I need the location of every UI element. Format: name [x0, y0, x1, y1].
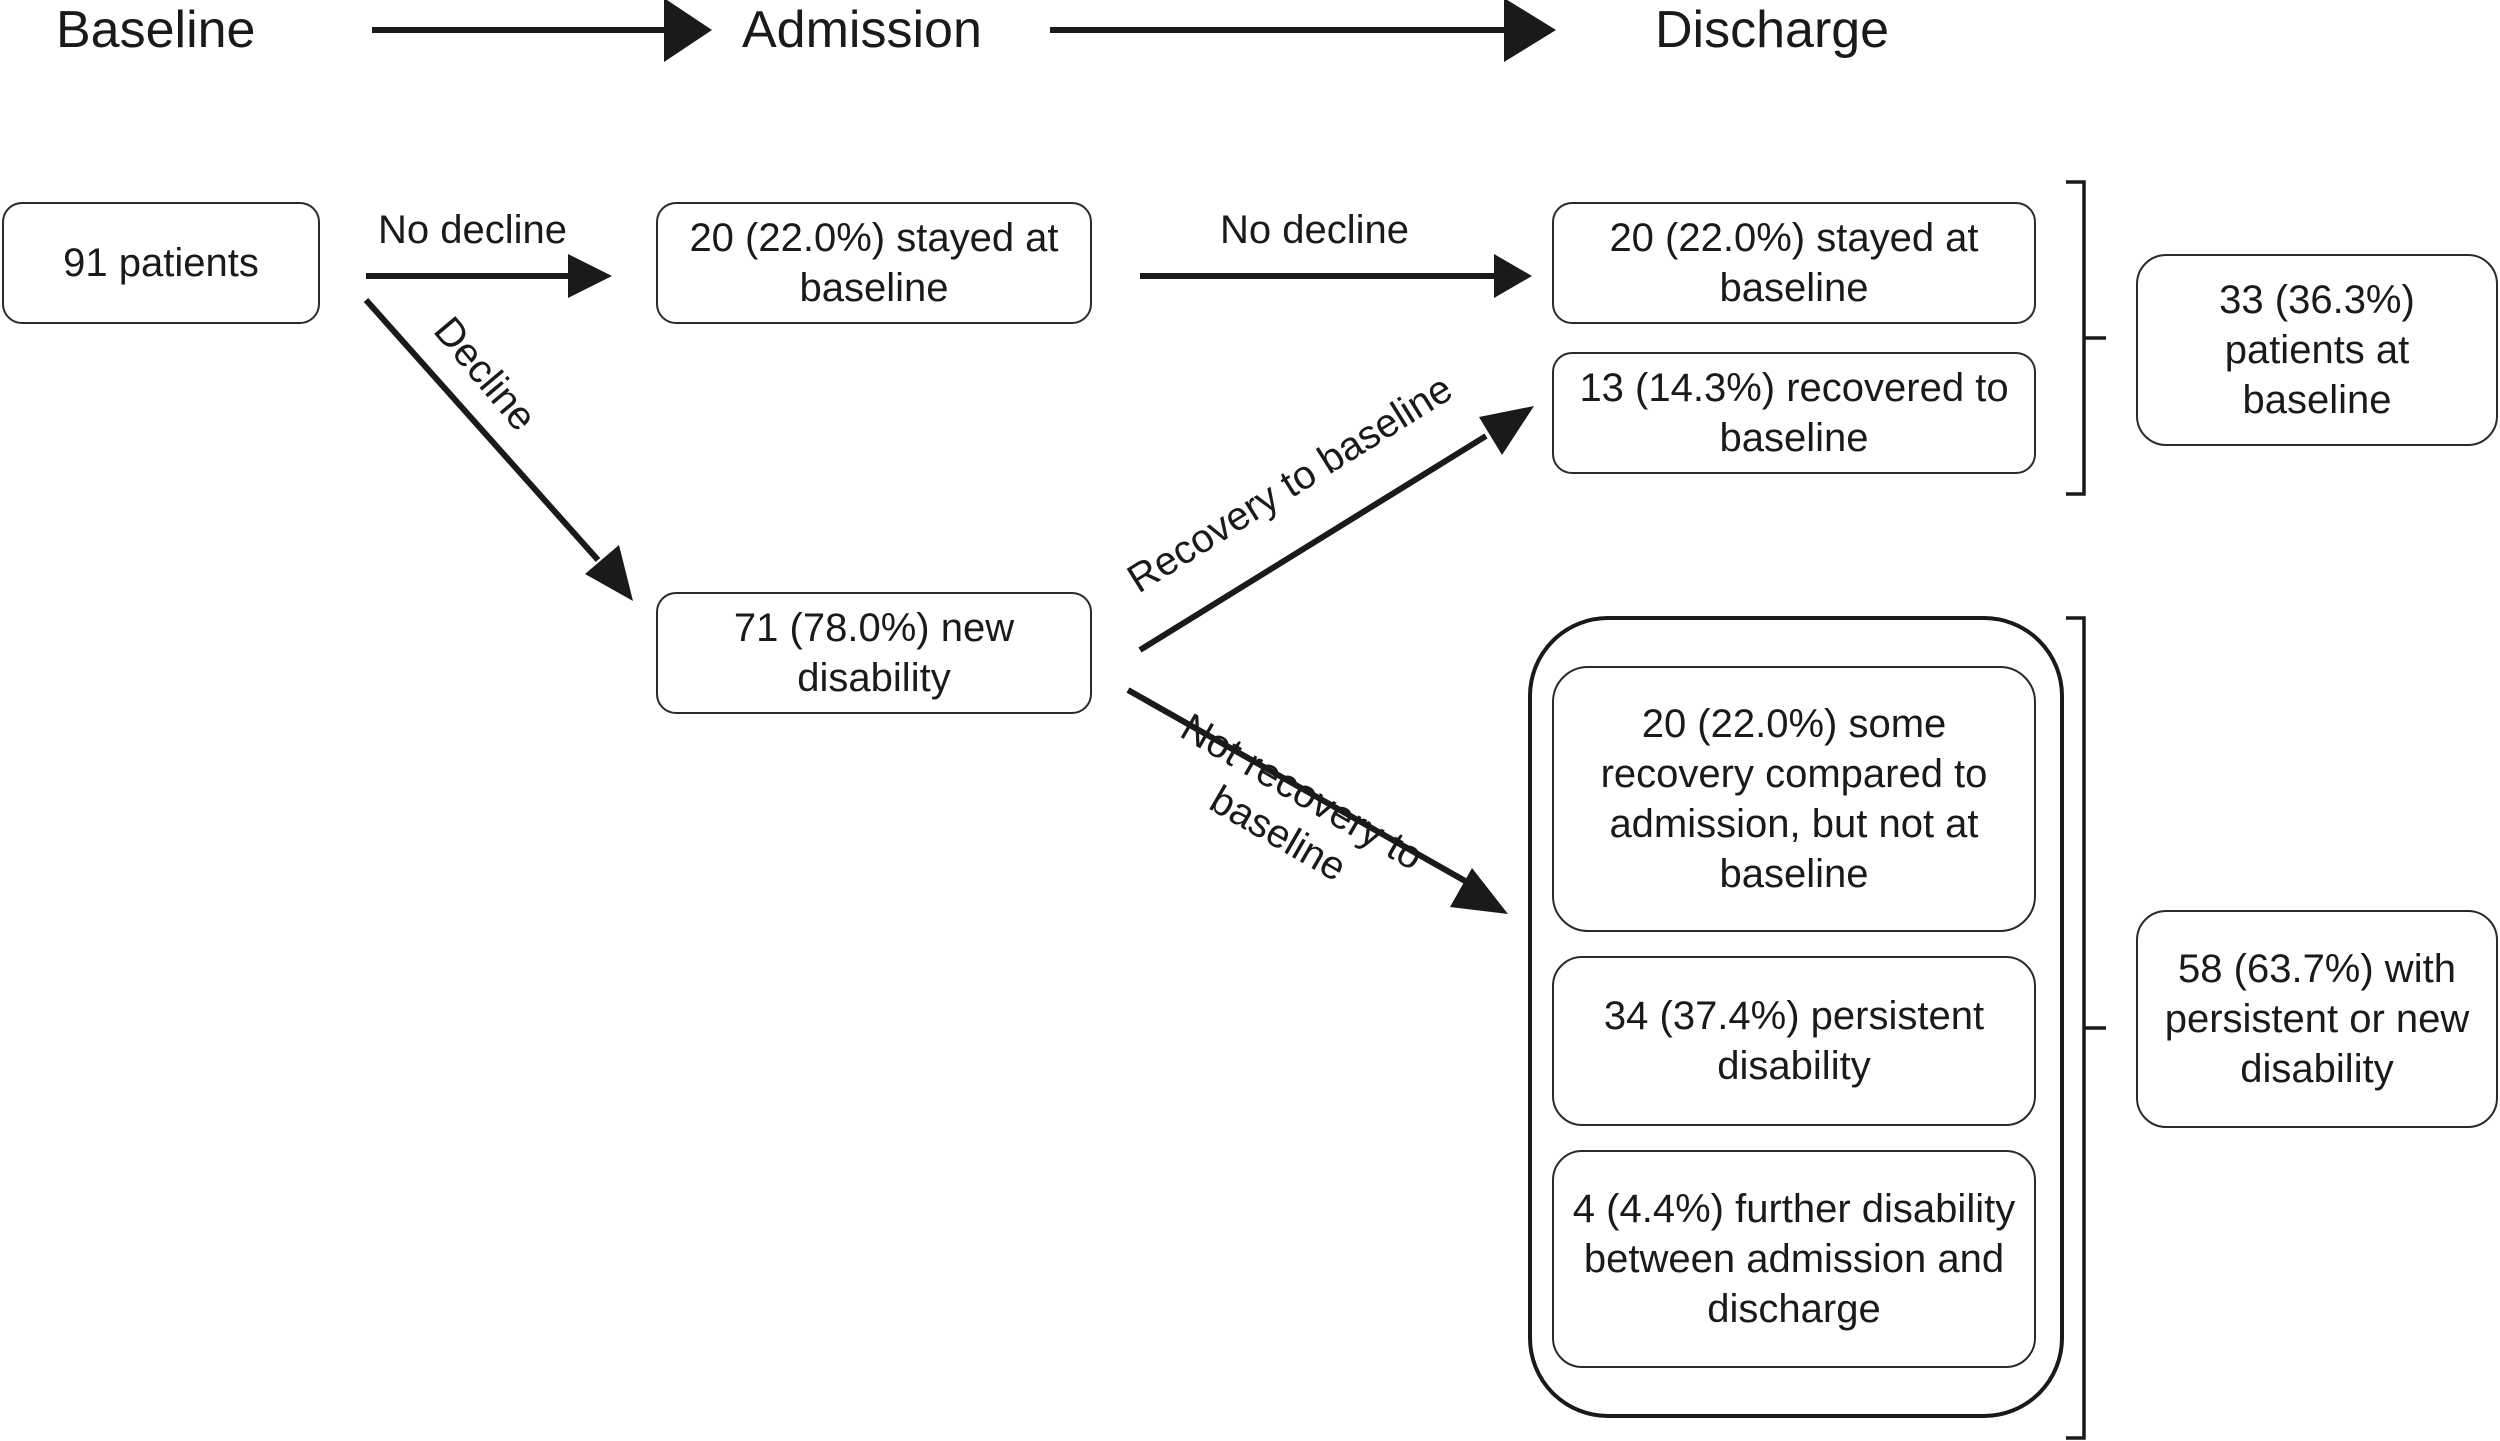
edge-label-no-decline-2: No decline: [1220, 208, 1410, 252]
arrowhead: [1479, 406, 1534, 455]
header-discharge: Discharge: [1655, 1, 1890, 59]
node-discharge-some-recovery: 20 (22.0%) some recovery compared to adm…: [1552, 666, 2036, 932]
node-discharge-persistent: 34 (37.4%) persistent disability: [1552, 956, 2036, 1126]
arrowhead: [568, 254, 612, 298]
node-discharge-stayed: 20 (22.0%) stayed at baseline: [1552, 202, 2036, 324]
brace-disability: [2066, 616, 2106, 1440]
arrowhead: [1494, 254, 1532, 298]
node-summary-disability: 58 (63.7%) with persistent or new disabi…: [2136, 910, 2498, 1128]
arrowhead: [585, 545, 633, 601]
arrowhead: [1504, 0, 1556, 62]
node-discharge-recovered: 13 (14.3%) recovered to baseline: [1552, 352, 2036, 474]
node-start: 91 patients: [2, 202, 320, 324]
edge-label-no-decline-1: No decline: [378, 208, 568, 252]
arrowhead: [664, 0, 712, 62]
node-admission-new-disability: 71 (78.0%) new disability: [656, 592, 1092, 714]
node-summary-baseline: 33 (36.3%) patients at baseline: [2136, 254, 2498, 446]
brace-baseline: [2066, 180, 2106, 496]
arrow-not-recovery: [1126, 687, 1476, 889]
node-discharge-further: 4 (4.4%) further disability between admi…: [1552, 1150, 2036, 1368]
arrow-recovery: [1138, 433, 1488, 653]
arrowhead: [1450, 868, 1508, 914]
header-admission: Admission: [742, 1, 982, 59]
header-baseline: Baseline: [56, 1, 256, 59]
arrow-decline: [363, 298, 601, 562]
node-admission-stayed: 20 (22.0%) stayed at baseline: [656, 202, 1092, 324]
